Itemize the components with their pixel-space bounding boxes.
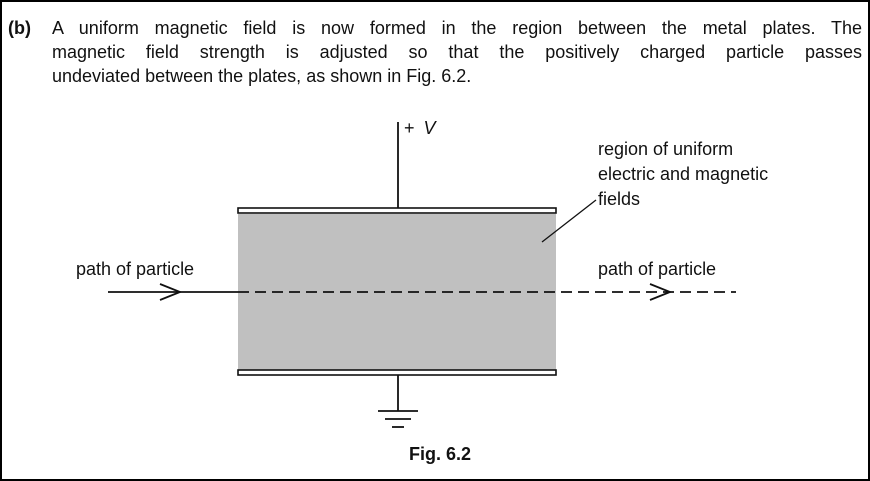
region-label-line-2: electric and magnetic xyxy=(598,164,768,184)
bottom-plate xyxy=(237,369,557,376)
arrowhead-left-icon xyxy=(159,283,183,301)
voltage-sign: + xyxy=(404,118,415,138)
top-plate xyxy=(237,207,557,214)
region-label-line-1: region of uniform xyxy=(598,139,733,159)
region-label-line-3: fields xyxy=(598,189,640,209)
voltage-label: + V xyxy=(404,118,438,138)
figure-caption: Fig. 6.2 xyxy=(409,444,471,464)
question-line-1: A uniform magnetic field is now formed i… xyxy=(52,18,862,38)
voltage-symbol: V xyxy=(424,118,438,138)
question-text: A uniform magnetic field is now formed i… xyxy=(52,16,862,88)
ground-icon xyxy=(378,410,418,428)
region-pointer-line xyxy=(541,199,597,243)
path-label-right: path of particle xyxy=(598,259,716,279)
path-label-left: path of particle xyxy=(76,259,194,279)
question-line-2: magnetic field strength is adjusted so t… xyxy=(52,42,862,62)
part-label: (b) xyxy=(8,18,31,38)
question-line-3: undeviated between the plates, as shown … xyxy=(52,66,472,86)
arrowhead-right-icon xyxy=(649,283,673,301)
